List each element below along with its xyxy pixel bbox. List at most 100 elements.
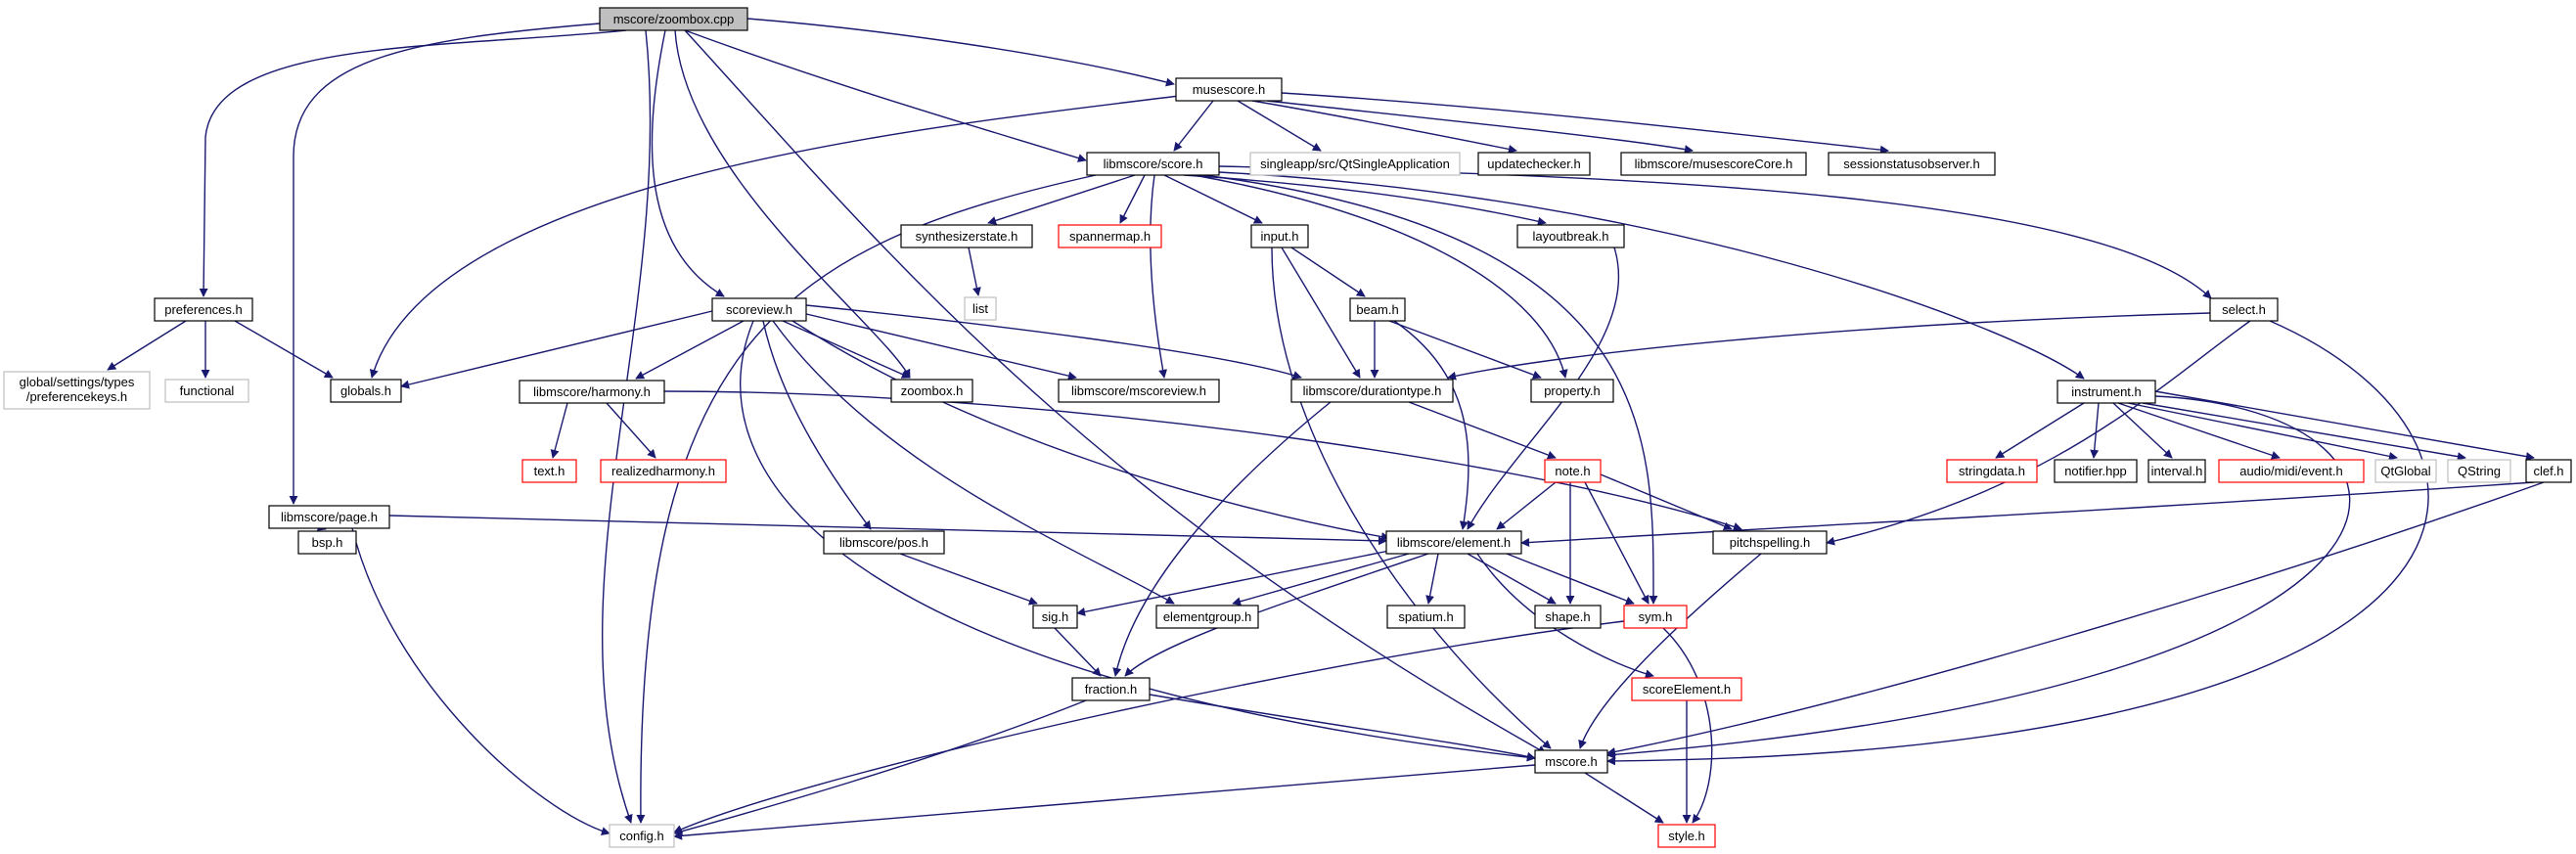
node-box [900,224,1033,248]
node-element-h[interactable]: libmscore/element.h [1385,530,1522,555]
edge-input_h-to-durationtype_h [1281,247,1361,379]
node-style-h[interactable]: style.h [1657,824,1716,848]
node-beam-h[interactable]: beam.h [1349,297,1406,322]
node-synthesizerstate-h[interactable]: synthesizerstate.h [900,224,1033,248]
node-label: synthesizerstate.h [916,229,1018,244]
edge-scoreview_h-to-mscoreview_h [801,312,1077,381]
node-box [1530,379,1614,403]
node-box [1290,379,1454,403]
edge-libmscore_score_h-to-input_h [1163,174,1263,224]
node-instrument-h[interactable]: instrument.h [2056,380,2156,404]
node-qtglobal[interactable]: QtGlobal [2374,459,2437,483]
node-label: libmscore/mscoreview.h [1071,383,1206,398]
node-qtsingleapp[interactable]: singleapp/src/QtSingleApplication [1249,152,1461,176]
node-musescorecore-h[interactable]: libmscore/musescoreCore.h [1620,152,1807,176]
node-label: functional [180,383,235,398]
node-box [1086,152,1220,176]
edge-libmscore_score_h-to-mscoreview_h [1150,174,1168,379]
node-box [330,379,402,403]
node-box [823,530,945,555]
node-label: notifier.hpp [2064,464,2127,478]
edge-instrument_h-to-interval_h [2112,402,2173,459]
node-label: libmscore/pos.h [839,535,928,550]
node-note-h[interactable]: note.h [1544,459,1602,483]
node-box [1534,605,1602,629]
node-box [1032,605,1078,629]
node-layoutbreak-h[interactable]: layoutbreak.h [1516,224,1625,248]
node-box [609,824,675,848]
dependency-edges [107,18,2545,840]
node-select-h[interactable]: select.h [2209,297,2279,322]
node-scoreelement-h[interactable]: scoreElement.h [1631,677,1742,701]
node-box [1386,605,1466,629]
node-box [1249,152,1461,176]
node-box [1058,379,1220,403]
node-label: realizedharmony.h [611,464,715,478]
node-box [1071,677,1151,701]
edge-durationtype_h-to-fraction_h [1112,401,1332,677]
node-clef-h[interactable]: clef.h [2525,459,2572,483]
edge-sym_h-to-config_h [673,620,1625,833]
node-zoombox-h[interactable]: zoombox.h [890,379,973,403]
node-updatechecker-h[interactable]: updatechecker.h [1477,152,1591,176]
node-harmony-h[interactable]: libmscore/harmony.h [519,380,665,404]
edge-libmscore_score_h-to-config_h [636,174,1097,824]
node-midievent-h[interactable]: audio/midi/event.h [2218,459,2365,483]
node-box [1385,530,1522,555]
node-functional[interactable]: functional [164,379,249,403]
node-spannermap-h[interactable]: spannermap.h [1058,224,1162,248]
edge-mscore_h-to-style_h [1584,772,1664,824]
node-label: clef.h [2533,464,2563,478]
node-spatium-h[interactable]: spatium.h [1386,605,1466,629]
node-mscore-h[interactable]: mscore.h [1534,749,1608,774]
node-property-h[interactable]: property.h [1530,379,1614,403]
node-box [599,7,748,31]
node-interval-h[interactable]: interval.h [2147,459,2206,483]
node-label: audio/midi/event.h [2239,464,2343,478]
node-box [1155,605,1259,629]
node-fraction-h[interactable]: fraction.h [1071,677,1151,701]
node-config-h[interactable]: config.h [609,824,675,848]
node-realizedharmony-h[interactable]: realizedharmony.h [600,459,727,483]
node-preferences-h[interactable]: preferences.h [154,297,253,322]
node-list[interactable]: list [964,296,997,321]
edge-musescore_h-to-updatechecker_h [1251,100,1517,154]
node-libmscore-page-h[interactable]: libmscore/page.h [268,505,390,529]
node-sessionstatusobserver-h[interactable]: sessionstatusobserver.h [1828,152,1996,176]
edge-pitchspelling_h-to-mscore_h [1578,553,1762,749]
node-pitchspelling-h[interactable]: pitchspelling.h [1712,530,1828,555]
node-sig-h[interactable]: sig.h [1032,605,1078,629]
node-bsp-h[interactable]: bsp.h [297,530,357,555]
node-box [2209,297,2279,322]
node-notifier-hpp[interactable]: notifier.hpp [2054,459,2138,483]
node-durationtype-h[interactable]: libmscore/durationtype.h [1290,379,1454,403]
node-box [1620,152,1807,176]
node-elementgroup-h[interactable]: elementgroup.h [1155,605,1259,629]
edge-musescore_h-to-qtsingleapp [1237,100,1322,152]
node-text-h[interactable]: text.h [521,459,577,483]
node-shape-h[interactable]: shape.h [1534,605,1602,629]
node-zoombox-cpp[interactable]: mscore/zoombox.cpp [599,7,748,31]
node-box [2147,459,2206,483]
node-sym-h[interactable]: sym.h [1623,605,1688,629]
edge-libmscore_score_h-to-property_h [1193,174,1568,379]
node-musescore-h[interactable]: musescore.h [1175,77,1283,102]
node-stringdata-h[interactable]: stringdata.h [1946,459,2038,483]
edge-clef_h-to-mscore_h [1606,481,2545,756]
node-mscoreview-h[interactable]: libmscore/mscoreview.h [1058,379,1220,403]
node-label: text.h [534,464,565,478]
node-label: sessionstatusobserver.h [1843,157,1979,171]
node-globals-h[interactable]: globals.h [330,379,402,403]
edge-select_h-to-pitchspelling_h [1826,320,2251,546]
node-box [1175,77,1283,102]
node-label: beam.h [1356,302,1398,317]
node-qstring[interactable]: QString [2447,459,2511,483]
node-label: interval.h [2151,464,2203,478]
node-pos-h[interactable]: libmscore/pos.h [823,530,945,555]
node-libmscore-score-h[interactable]: libmscore/score.h [1086,152,1220,176]
node-input-h[interactable]: input.h [1250,224,1309,248]
node-scoreview-h[interactable]: scoreview.h [711,297,807,322]
node-globalsettings[interactable]: global/settings/types/preferencekeys.h [3,371,151,410]
node-box [2054,459,2138,483]
